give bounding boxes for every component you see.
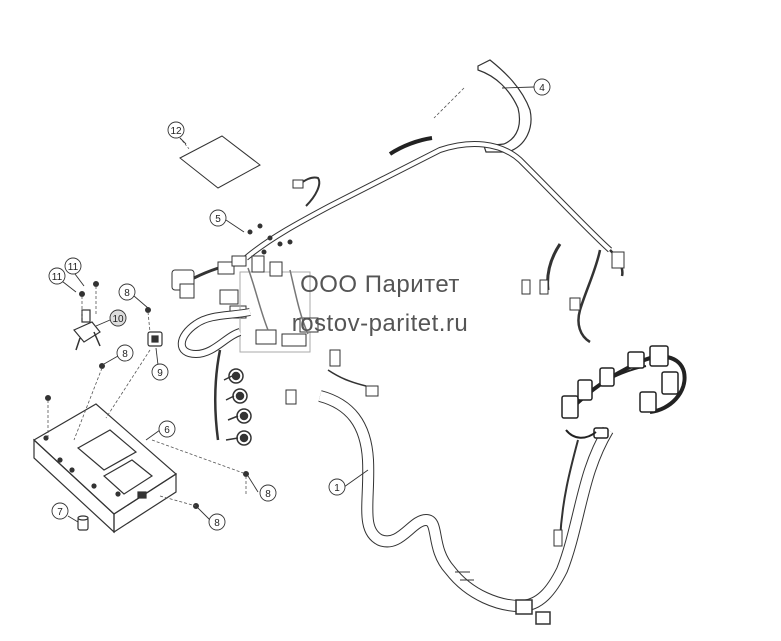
callout-1-label: 1 — [334, 483, 340, 494]
nut-part — [77, 515, 89, 531]
lower-harness — [318, 390, 614, 625]
callout-8-c-label: 8 — [265, 489, 271, 500]
relay-part — [147, 331, 163, 347]
callout-8-b: 8 — [116, 344, 134, 362]
callout-7: 7 — [51, 502, 69, 520]
callout-4: 4 — [533, 78, 551, 96]
callout-5: 5 — [209, 209, 227, 227]
callout-leaders — [57, 86, 535, 523]
callout-6: 6 — [158, 420, 176, 438]
callout-7-label: 7 — [57, 507, 63, 518]
callout-11-b-label: 11 — [52, 272, 63, 283]
injector-loop — [177, 308, 252, 446]
leader-lines — [47, 286, 247, 507]
callout-11-b: 11 — [48, 267, 66, 285]
callout-8-c: 8 — [259, 484, 277, 502]
watermark-site: rostov-paritet.ru — [291, 310, 469, 337]
callout-11-a: 11 — [64, 257, 82, 275]
callout-8-b-label: 8 — [122, 349, 128, 360]
callout-6-label: 6 — [164, 425, 170, 436]
callout-9-label: 9 — [157, 368, 163, 379]
strap-part — [433, 59, 532, 153]
callout-1: 1 — [328, 478, 346, 496]
callout-12-label: 12 — [170, 126, 182, 137]
callout-8-a-label: 8 — [124, 288, 130, 299]
callout-10-label: 10 — [112, 314, 124, 325]
callout-9: 9 — [151, 363, 169, 381]
callout-10: 10 — [109, 309, 127, 327]
callout-12: 12 — [167, 121, 185, 139]
main-harness — [244, 136, 625, 344]
sensor-bracket-part — [73, 309, 101, 351]
callout-4-label: 4 — [539, 83, 545, 94]
label-sheet-part — [179, 135, 261, 189]
ecu-bracket-part — [32, 403, 177, 534]
watermark-company: ООО Паритет — [300, 271, 460, 298]
callout-11-a-label: 11 — [68, 262, 79, 273]
callout-8-d: 8 — [208, 513, 226, 531]
bolts — [45, 281, 249, 509]
callout-5-label: 5 — [215, 214, 221, 225]
callout-8-d-label: 8 — [214, 518, 220, 529]
callout-8-a: 8 — [118, 283, 136, 301]
right-connector-bundle — [561, 345, 687, 439]
